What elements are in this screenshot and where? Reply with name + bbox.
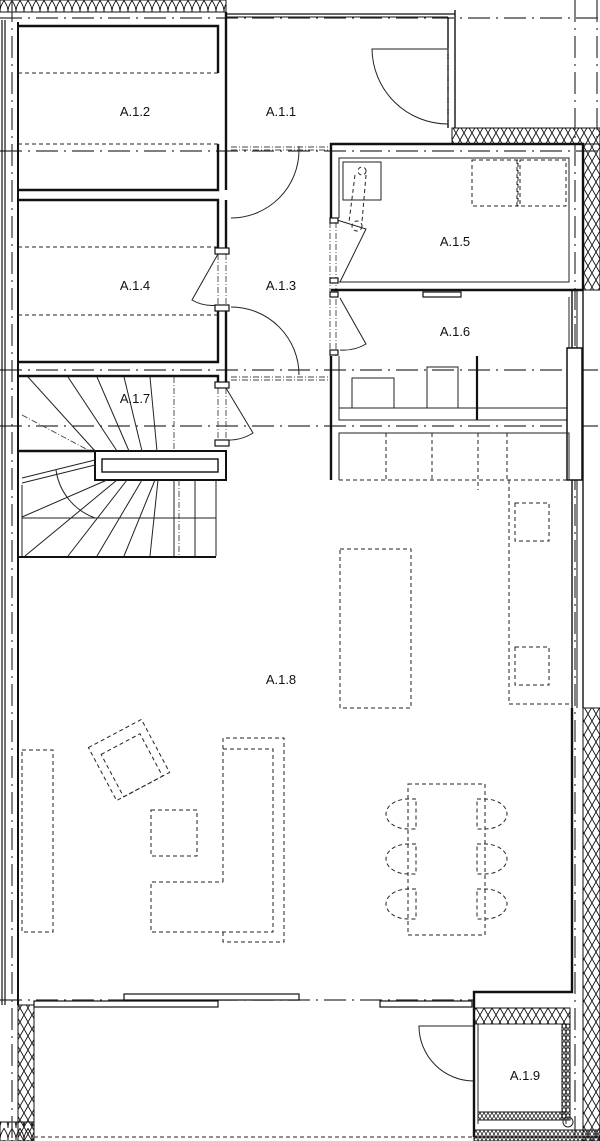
room-label-a-1-2: A.1.2 xyxy=(120,104,150,119)
door-openings xyxy=(214,48,479,1080)
room-a-1-6-walls xyxy=(329,297,583,490)
room-a-1-9-walls xyxy=(472,708,600,1138)
exterior-walls xyxy=(1,10,584,1006)
room-a-1-5-walls xyxy=(329,142,585,298)
room-label-a-1-9: A.1.9 xyxy=(510,1068,540,1083)
room-a-1-4-walls xyxy=(18,198,228,382)
room-label-a-1-3: A.1.3 xyxy=(266,278,296,293)
room-a-1-2-walls xyxy=(18,12,228,192)
doors xyxy=(191,48,475,1082)
room-label-a-1-7: A.1.7 xyxy=(120,391,150,406)
room-label-a-1-6: A.1.6 xyxy=(440,324,470,339)
living-furniture xyxy=(21,480,572,943)
stair-a-1-7 xyxy=(18,374,227,558)
dining-chairs xyxy=(385,798,508,920)
room-label-a-1-4: A.1.4 xyxy=(120,278,150,293)
room-label-a-1-8: A.1.8 xyxy=(266,672,296,687)
sliding-doors xyxy=(33,993,474,1138)
room-label-a-1-1: A.1.1 xyxy=(266,104,296,119)
room-labels: A.1.1 A.1.2 A.1.3 A.1.4 A.1.5 A.1.6 A.1.… xyxy=(120,104,540,1083)
room-label-a-1-5: A.1.5 xyxy=(440,234,470,249)
